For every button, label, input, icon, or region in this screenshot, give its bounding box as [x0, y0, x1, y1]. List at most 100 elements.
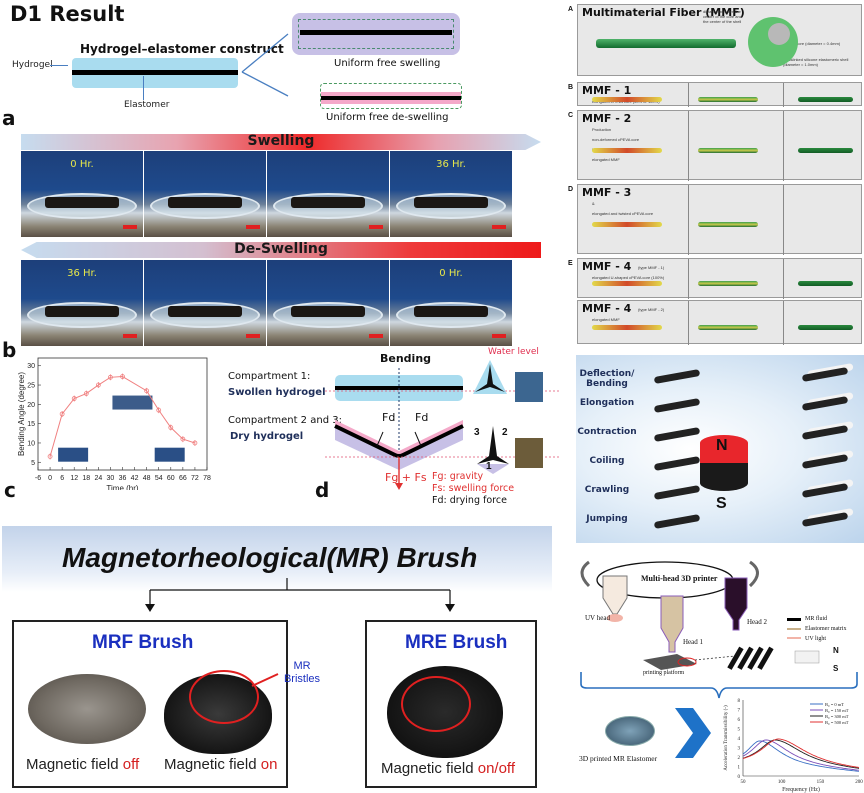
x-tick-label: 6 — [60, 475, 64, 482]
scale-bar — [369, 225, 383, 229]
y-tick-label: 8 — [738, 699, 741, 704]
elastomer-label: Elastomer — [124, 100, 170, 110]
y-axis-label: Acceleration Transmissibility (-) — [724, 705, 729, 771]
mmf-note: elongated MMF — [592, 317, 620, 322]
x-tick-label: 12 — [70, 475, 78, 482]
stage-divider — [688, 259, 689, 299]
stage-divider — [688, 111, 689, 181]
series-line — [742, 738, 860, 768]
deswelling-photo — [144, 260, 266, 346]
actuation-label: Crawling — [584, 485, 630, 495]
fd-arrow-left — [376, 431, 384, 447]
scale-bar — [246, 225, 260, 229]
bristles-label-line1: MR — [293, 660, 311, 672]
time-label: 36 Hr. — [67, 268, 97, 279]
mmf-row-title: MMF - 4 — [582, 260, 632, 273]
y-tick-label: 1 — [738, 766, 741, 771]
time-label: 0 Hr. — [70, 159, 94, 170]
x-tick-label: 100 — [778, 780, 786, 785]
rod-after — [801, 396, 849, 411]
mre-brush-box: MRE Brush Magnetic field on/off — [365, 620, 537, 788]
scale-bar — [246, 334, 260, 338]
x-tick-label: 42 — [131, 475, 139, 482]
stage-divider — [688, 83, 689, 107]
elastomer-layer — [72, 70, 238, 75]
sample-caption: 3D printed MR Elastomer — [579, 754, 658, 763]
y-tick-label: 7 — [738, 709, 741, 714]
scale-bar — [123, 225, 137, 229]
x-tick-label: 18 — [82, 475, 90, 482]
force-sum-label: Fg + Fs — [385, 471, 427, 484]
fiber-stage — [798, 281, 853, 286]
bending-title: Bending — [380, 352, 432, 365]
page-title: D1 Result — [10, 2, 125, 26]
actuation-label: Deflection/ Bending — [579, 369, 635, 389]
legend-gravity: Fg: gravity — [432, 471, 484, 482]
panel-letter-d: d — [315, 478, 330, 502]
deswelling-arrow-label: De-Swelling — [234, 241, 328, 257]
rod-before — [653, 514, 701, 529]
legend-uv-swatch — [787, 637, 801, 639]
triangle-label-1: 1 — [486, 461, 492, 472]
swelling-photo — [267, 151, 389, 237]
data-point — [180, 436, 186, 442]
legend-swelling-force: Fs: swelling force — [432, 483, 515, 494]
legend-uv: UV light — [805, 636, 827, 642]
stage-divider — [783, 259, 784, 299]
y-tick-label: 5 — [31, 460, 35, 467]
y-tick-label: 10 — [27, 440, 35, 447]
magnet-north-half — [700, 435, 748, 463]
scale-bar — [369, 334, 383, 338]
data-point — [47, 454, 53, 459]
x-tick-label: 48 — [143, 475, 151, 482]
x-tick-label: 78 — [203, 475, 211, 482]
swelling-photo: 0 Hr. — [21, 151, 143, 237]
hydrogel-label: Hydrogel — [12, 60, 53, 70]
mmf-note: Production — [592, 127, 612, 132]
arrow-to-swelling — [241, 33, 289, 73]
scale-bar — [123, 334, 137, 338]
y-tick-label: 5 — [738, 728, 741, 733]
swollen-dashed-outline — [298, 19, 454, 49]
hydrogel-sample — [45, 306, 119, 317]
arrow-to-mrf — [145, 604, 155, 612]
mmf-row-subtitle: (type MMF - 2) — [638, 307, 665, 312]
legend-mr-fluid-swatch — [787, 618, 801, 621]
fiber-stage — [698, 97, 758, 102]
force-legend: Fg: gravity Fs: swelling force Fd: dryin… — [432, 471, 514, 507]
swelling-photo: 36 Hr. — [390, 151, 512, 237]
fiber-stage — [798, 148, 853, 153]
x-tick-label: 24 — [94, 475, 102, 482]
arrow-to-deswelling — [241, 71, 289, 97]
printer-diagram — [580, 560, 820, 670]
mmf-row-title: MMF - 3 — [582, 186, 632, 199]
hydrogel-sample — [414, 306, 488, 317]
x-axis-label: Time (hr) — [106, 484, 138, 490]
y-tick-label: 30 — [27, 363, 35, 370]
construct-title: Hydrogel–elastomer construct — [80, 42, 284, 56]
swelling-caption: Uniform free swelling — [334, 58, 441, 69]
rod-after — [801, 483, 849, 498]
y-tick-label: 6 — [738, 718, 741, 723]
brace — [580, 672, 858, 699]
legend-elastomer-swatch — [787, 628, 801, 630]
y-tick-label: 0 — [738, 775, 741, 780]
dry-tri-star — [477, 426, 509, 464]
mre-caption: Magnetic field on/off — [381, 760, 515, 777]
data-point — [59, 411, 65, 417]
mr-brush-banner: Magnetorheological(MR) Brush — [2, 526, 552, 592]
legend-mr-fluid: MR fluid — [805, 616, 828, 622]
panel-letter-b: b — [2, 338, 17, 362]
triangle-label-3: 3 — [474, 427, 480, 438]
x-tick-label: -6 — [35, 475, 41, 482]
y-tick-label: 3 — [738, 747, 741, 752]
uv-head — [602, 575, 628, 615]
mmf-note: non-deformed cPEVA core — [592, 137, 640, 142]
data-point — [192, 440, 198, 446]
x-tick-label: 0 — [48, 475, 52, 482]
fiber-stage — [698, 281, 758, 286]
